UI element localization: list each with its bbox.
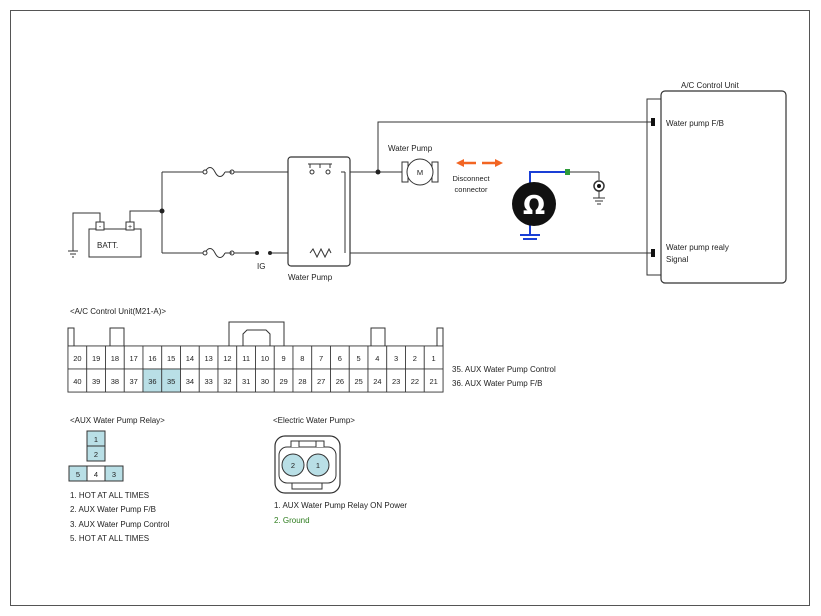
acu-pin-number: 38 xyxy=(111,377,119,386)
acu-pin-number: 18 xyxy=(111,354,119,363)
acu-note-35: 35. AUX Water Pump Control xyxy=(452,365,556,374)
disconnect-label-2: connector xyxy=(455,185,488,194)
acu-pin-number: 27 xyxy=(317,377,325,386)
relay-note: 1. HOT AT ALL TIMES xyxy=(70,491,149,500)
fuse-icon xyxy=(204,248,226,258)
pump-note-ground: 2. Ground xyxy=(274,516,310,525)
acu-pin-number: 28 xyxy=(298,377,306,386)
disconnect-arrows-icon xyxy=(456,159,503,167)
acu-pin-number: 13 xyxy=(204,354,212,363)
acu-pin-number: 1 xyxy=(432,354,436,363)
acu-pin-number: 36 xyxy=(148,377,156,386)
acu-title: A/C Control Unit xyxy=(681,81,740,90)
acu-pin-number: 30 xyxy=(261,377,269,386)
acu-pin-number: 24 xyxy=(373,377,381,386)
ground-icon xyxy=(68,250,78,258)
acu-pin-number: 37 xyxy=(129,377,137,386)
relay-connector-face: 1 2 5 4 3 xyxy=(68,430,124,482)
junction-dot xyxy=(375,169,381,175)
acu-connector-title: <A/C Control Unit(M21-A)> xyxy=(70,307,166,316)
relay-pin: 5 xyxy=(76,470,80,479)
junction-dot xyxy=(159,208,165,214)
acu-pin-number: 17 xyxy=(129,354,137,363)
relay-pin: 3 xyxy=(112,470,116,479)
ig-label: IG xyxy=(257,262,265,271)
acu-pin-number: 35 xyxy=(167,377,175,386)
ohm-symbol: Ω xyxy=(523,191,545,221)
disconnect-label-1: Disconnect xyxy=(452,174,490,183)
acu-pin-number: 3 xyxy=(394,354,398,363)
battery-label: BATT. xyxy=(97,241,118,250)
acu-pin-number: 31 xyxy=(242,377,250,386)
acu-pin-number: 5 xyxy=(357,354,361,363)
acu-pin-number: 14 xyxy=(186,354,194,363)
acu-pin-number: 11 xyxy=(242,354,250,363)
acu-box xyxy=(660,90,787,284)
acu-pin-number: 34 xyxy=(186,377,194,386)
ig-switch-terminal xyxy=(255,251,259,255)
relay-note: 3. AUX Water Pump Control xyxy=(70,520,170,529)
acu-pin-number: 10 xyxy=(261,354,269,363)
acu-pin-cell xyxy=(423,368,444,393)
acu-pin-number: 2 xyxy=(413,354,417,363)
acu-pin-number: 23 xyxy=(392,377,400,386)
acu-pin-number: 15 xyxy=(167,354,175,363)
battery-icon: - + BATT. xyxy=(88,221,142,258)
acu-note-36: 36. AUX Water Pump F/B xyxy=(452,379,542,388)
acu-pin-number: 29 xyxy=(279,377,287,386)
relay-note: 5. HOT AT ALL TIMES xyxy=(70,534,149,543)
relay-pin: 2 xyxy=(94,450,98,459)
acu-pin-number: 20 xyxy=(73,354,81,363)
acu-pin-number: 32 xyxy=(223,377,231,386)
acu-pin-number: 40 xyxy=(73,377,81,386)
motor-label: M xyxy=(417,168,423,177)
relay-pin: 4 xyxy=(94,470,98,479)
relay-pin: 1 xyxy=(94,435,98,444)
diagram-frame xyxy=(10,10,810,606)
acu-pin-relay-terminal xyxy=(651,249,655,257)
fuse-icon xyxy=(204,167,226,177)
pump-connector-title: <Electric Water Pump> xyxy=(273,416,355,425)
pump-pin: 1 xyxy=(316,461,320,470)
relay-note: 2. AUX Water Pump F/B xyxy=(70,505,156,514)
pump-label: Water Pump xyxy=(388,144,433,153)
acu-pin-fb-label: Water pump F/B xyxy=(666,119,724,128)
motor-icon: M xyxy=(401,158,439,186)
acu-pin-number: 8 xyxy=(300,354,304,363)
acu-pin-number: 22 xyxy=(411,377,419,386)
pump-connector-face: 2 1 xyxy=(274,435,341,494)
ground-icon xyxy=(593,197,605,205)
acu-pin-number: 6 xyxy=(338,354,342,363)
relay-connector-title: <AUX Water Pump Relay> xyxy=(70,416,165,425)
battery-minus: - xyxy=(99,224,102,231)
acu-pin-number: 21 xyxy=(429,377,437,386)
acu-pin-number: 25 xyxy=(354,377,362,386)
acu-pin-number: 19 xyxy=(92,354,100,363)
acu-pin-number: 39 xyxy=(92,377,100,386)
acu-pin-number: 9 xyxy=(282,354,286,363)
fuse-terminal xyxy=(202,250,208,256)
acu-pin-number: 12 xyxy=(223,354,231,363)
ohmmeter-icon: Ω xyxy=(512,169,605,240)
pump-note: 1. AUX Water Pump Relay ON Power xyxy=(274,501,407,510)
acu-pin-number: 4 xyxy=(375,354,379,363)
acu-pin-number: 7 xyxy=(319,354,323,363)
acu-pin-number: 16 xyxy=(148,354,156,363)
acu-pin-number: 26 xyxy=(336,377,344,386)
acu-pin-relay-label: Water pump realy xyxy=(666,243,729,252)
acu-pin-fb-terminal xyxy=(651,118,655,126)
fuse-terminal xyxy=(202,169,208,175)
relay-label: Water Pump xyxy=(288,273,333,282)
ig-switch-terminal xyxy=(268,251,272,255)
relay-icon xyxy=(287,156,351,267)
wires xyxy=(72,121,651,254)
acu-pin-relay-label-2: Signal xyxy=(666,255,688,264)
pump-pin: 2 xyxy=(291,461,295,470)
acu-pin-number: 33 xyxy=(204,377,212,386)
battery-plus: + xyxy=(128,224,132,231)
